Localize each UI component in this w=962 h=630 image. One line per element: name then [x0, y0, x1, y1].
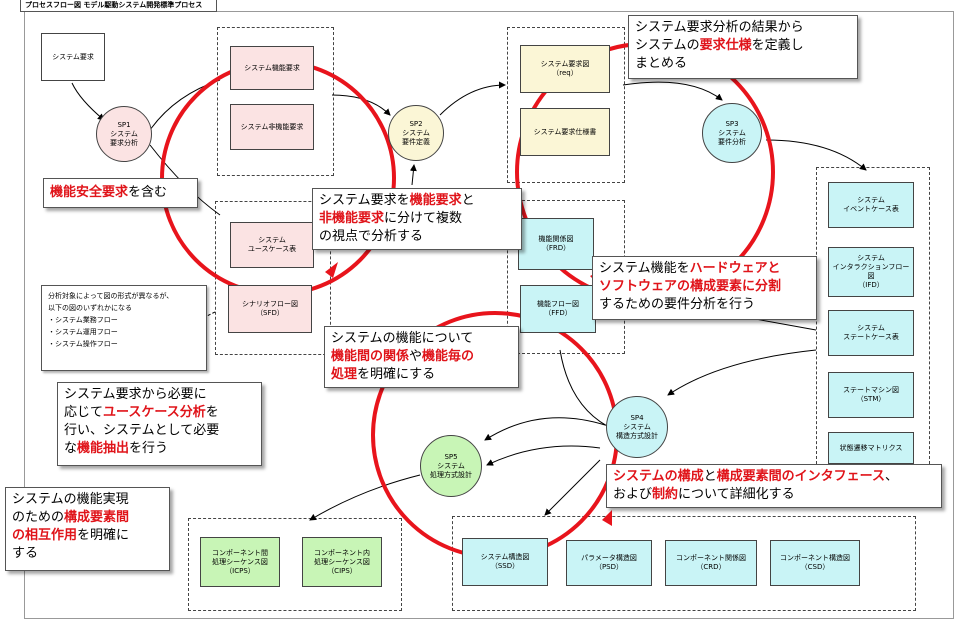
node-state-matrix[interactable]: 状態遷移マトリクス [828, 432, 914, 464]
callout-emphasis-text: 処理 [331, 367, 358, 382]
callout-text: システムの機能について [331, 331, 474, 346]
callout-emphasis-text: 機能要求 [409, 193, 462, 208]
callout-text: 応じて [64, 405, 104, 420]
callout-text: のための [12, 510, 65, 525]
callout-text: を明確にする [357, 367, 436, 382]
callout-text: を定義し [751, 38, 804, 53]
diagram-title: プロセスフロー図 モデル駆動システム開発標準プロセス [20, 0, 218, 12]
callout-emphasis-text: 機能安全要求 [50, 185, 129, 200]
node-func-req[interactable]: システム機能要求 [230, 46, 314, 90]
callout-emphasis-text: システムの構成 [613, 469, 704, 484]
group-structure [452, 516, 916, 611]
callout-text: を行う [129, 441, 169, 456]
callout-text: システムの機能実現 [12, 492, 129, 507]
node-ifd[interactable]: システム インタラクションフロー図 （IFD） [828, 247, 914, 297]
callout-emphasis-text: 構成要素間のインタフェース [716, 469, 885, 484]
note-analysis-targets: 分析対象によって図の形式が異なるが、 以下の図のいずれかになる ・システム業務フ… [41, 285, 207, 371]
note-line: ・システム運用フロー [48, 328, 118, 336]
node-nonfunc-req[interactable]: システム非機能要求 [230, 104, 314, 150]
callout-text: の視点で分析する [319, 229, 424, 244]
callout-emphasis-text: 制約 [652, 487, 679, 502]
callout-hw-sw-split: システム機能をハードウェアとソフトウェアの構成要素に分割するための要件分析を行う [592, 256, 817, 320]
callout-emphasis-text: 機能間の関係 [331, 349, 410, 364]
process-sp1[interactable]: SP1 システム 要求分析 [96, 106, 152, 162]
callout-text: および [613, 487, 653, 502]
node-csd[interactable]: コンポーネント構造図 （CSD） [770, 540, 860, 586]
node-ssd[interactable]: システム構造図 （SSD） [462, 538, 548, 586]
callout-requirements-spec: システム要求分析の結果からシステムの要求仕様を定義しまとめる [628, 15, 858, 79]
callout-text: や [409, 349, 423, 364]
callout-function-relations: システムの機能について機能間の関係や機能毎の処理を明確にする [324, 326, 519, 388]
node-ffd[interactable]: 機能フロー図 （FFD） [520, 285, 596, 333]
callout-text: を [205, 405, 219, 420]
node-req-diagram[interactable]: システム要求図 （req） [520, 45, 610, 93]
callout-emphasis-text: の相互作用 [12, 528, 78, 543]
callout-component-interaction: システムの機能実現のための構成要素間の相互作用を明確にする [5, 487, 170, 571]
callout-text: まとめる [635, 56, 688, 71]
red-arrow-head-3 [602, 510, 612, 526]
callout-emphasis-text: ハードウェアと [689, 261, 781, 276]
node-icps[interactable]: コンポーネント間 処理シーケンス図 （ICPS） [200, 537, 280, 587]
callout-text: システムの [635, 38, 700, 53]
callout-text: を明確に [77, 528, 130, 543]
callout-text: と [461, 193, 475, 208]
callout-text: システム要求を [319, 193, 410, 208]
callout-text: システム要求から必要に [64, 387, 207, 402]
process-sp4[interactable]: SP4 システム 構造方式設計 [606, 396, 668, 458]
node-req-spec[interactable]: システム要求仕様書 [520, 108, 610, 156]
callout-text: な [64, 441, 78, 456]
node-scenario[interactable]: シナリオフロー図 （SFD） [228, 285, 312, 333]
callout-emphasis-text: ユースケース分析 [103, 405, 206, 420]
node-system-req[interactable]: システム要求 [41, 33, 105, 81]
red-arrow-head-1 [325, 262, 338, 278]
callout-functional-split: システム要求を機能要求と非機能要求に分けて複数の視点で分析する [312, 188, 522, 250]
callout-text: について詳細化する [678, 487, 795, 502]
callout-text: するための要件分析を行う [599, 297, 756, 312]
callout-emphasis-text: ソフトウェアの構成要素に分割 [599, 279, 782, 294]
callout-text: を含む [128, 185, 168, 200]
diagram-frame [24, 11, 954, 619]
node-state-case[interactable]: システム ステートケース表 [828, 310, 914, 356]
note-line: ・システム業務フロー [48, 316, 118, 324]
callout-functional-safety: 機能安全要求を含む [43, 178, 198, 208]
callout-emphasis-text: 要求仕様 [699, 38, 752, 53]
node-cips[interactable]: コンポーネント内 処理シーケンス図 （CIPS） [302, 537, 382, 587]
callout-text: 、 [885, 469, 899, 484]
callout-structure-detail: システムの構成と構成要素間のインタフェース、および制約について詳細化する [606, 464, 942, 508]
callout-emphasis-text: 機能抽出 [77, 441, 130, 456]
callout-emphasis-text: 機能毎の [422, 349, 475, 364]
process-sp3[interactable]: SP3 システム 要件分析 [702, 103, 762, 163]
node-psd[interactable]: パラメータ構造図 （PSD） [566, 540, 652, 586]
process-sp2[interactable]: SP2 システム 要件定義 [388, 105, 444, 161]
group-req-spec [507, 27, 625, 183]
note-line: ・システム操作フロー [48, 340, 118, 348]
node-event-case[interactable]: システム イベントケース表 [828, 182, 914, 228]
process-sp5[interactable]: SP5 システム 処理方式設計 [420, 435, 482, 497]
node-crd[interactable]: コンポーネント関係図 （CRD） [665, 540, 757, 586]
callout-emphasis-text: 構成要素間 [64, 510, 130, 525]
callout-emphasis-text: 非機能要求 [319, 211, 385, 226]
note-line: 以下の図のいずれかになる [48, 304, 132, 312]
callout-text: 行い、システムとして必要 [64, 423, 220, 438]
group-requirements [217, 27, 334, 176]
callout-text: する [12, 546, 39, 561]
node-usecase[interactable]: システム ユースケース表 [230, 222, 314, 268]
group-sequence [188, 518, 402, 611]
callout-text: に分けて複数 [384, 211, 463, 226]
callout-text: システム機能を [599, 261, 690, 276]
callout-text: システム要求分析の結果から [635, 20, 804, 35]
node-frd[interactable]: 機能関係図 （FRD） [518, 218, 594, 270]
note-line: 分析対象によって図の形式が異なるが、 [48, 292, 174, 300]
callout-text: と [703, 469, 717, 484]
callout-usecase-analysis: システム要求から必要に応じてユースケース分析を行い、システムとして必要な機能抽出… [57, 382, 262, 466]
node-stm[interactable]: ステートマシン図 （STM） [828, 372, 914, 418]
